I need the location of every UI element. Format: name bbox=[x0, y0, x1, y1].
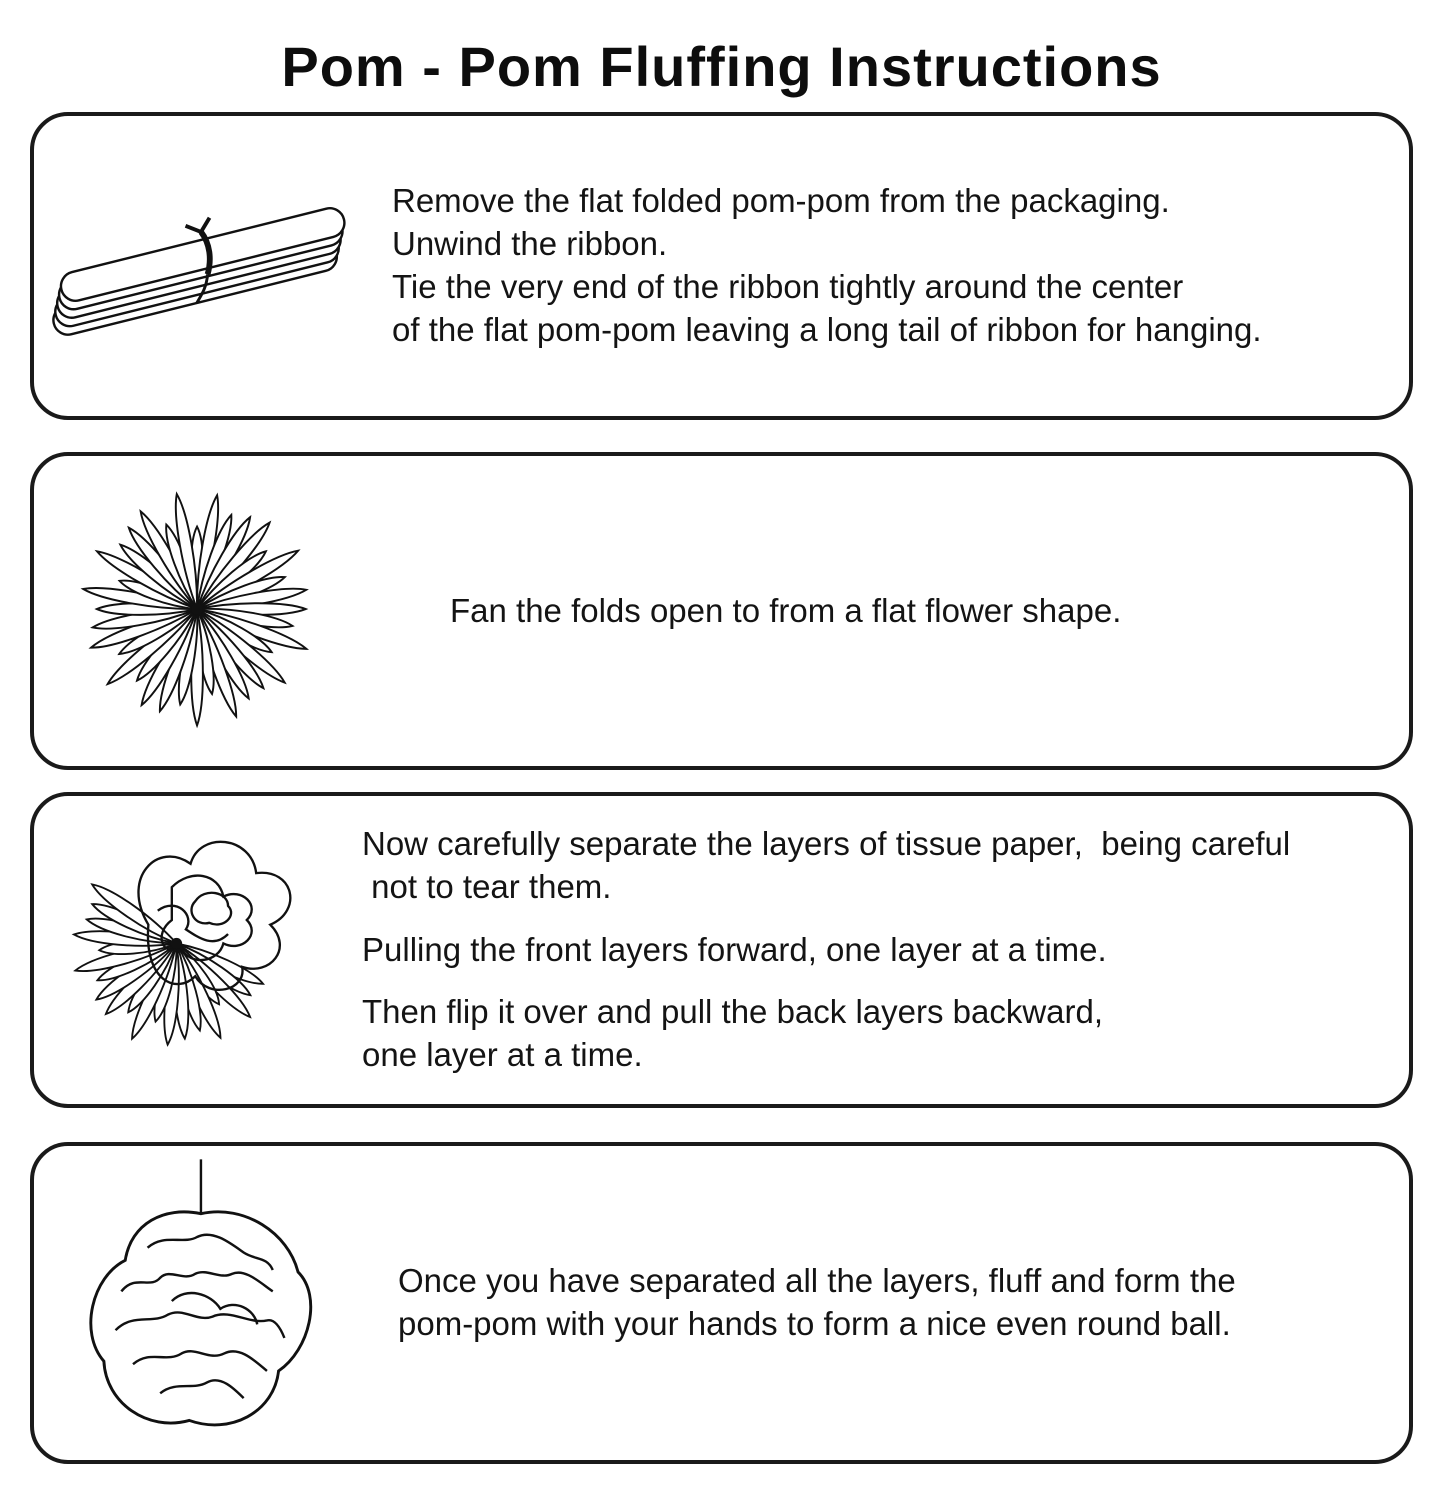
step-1-box: Remove the flat folded pom-pom from the … bbox=[30, 112, 1413, 420]
instruction-line: Pulling the front layers forward, one la… bbox=[362, 930, 1107, 968]
instruction-line: Tie the very end of the ribbon tightly a… bbox=[392, 268, 1184, 305]
flat-folded-pompom-illustration bbox=[52, 207, 346, 336]
instruction-line: of the flat pom-pom leaving a long tail … bbox=[392, 310, 1262, 348]
fan-flower-illustration bbox=[80, 491, 310, 729]
instruction-line: one layer at a time. bbox=[362, 1036, 643, 1074]
instruction-line: Unwind the ribbon. bbox=[392, 225, 668, 263]
instruction-line: pom-pom with your hands to form a nice e… bbox=[398, 1305, 1231, 1342]
instruction-line: Now carefully separate the layers of tis… bbox=[362, 824, 1291, 862]
step-4-illustration-area bbox=[34, 1153, 364, 1453]
partially-separated-layers-illustration bbox=[71, 840, 292, 1047]
step-2-illustration-area bbox=[34, 471, 364, 751]
step-4-box: Once you have separated all the layers, … bbox=[30, 1142, 1413, 1464]
step-3-illustration-area bbox=[34, 805, 334, 1095]
step-1-illustration-area bbox=[34, 141, 364, 391]
instruction-line: not to tear them. bbox=[362, 867, 612, 905]
instruction-line: Once you have separated all the layers, … bbox=[398, 1262, 1236, 1300]
fluffed-pompom-ball-illustration bbox=[89, 1159, 313, 1427]
step-4-text: Once you have separated all the layers, … bbox=[398, 1260, 1409, 1346]
step-1-text: Remove the flat folded pom-pom from the … bbox=[392, 180, 1409, 352]
step-3-box: Now carefully separate the layers of tis… bbox=[30, 792, 1413, 1108]
instruction-line: Remove the flat folded pom-pom from the … bbox=[392, 182, 1170, 220]
step-2-box: Fan the folds open to from a flat flower… bbox=[30, 452, 1413, 770]
instruction-line: Fan the folds open to from a flat flower… bbox=[450, 591, 1122, 629]
step-2-text: Fan the folds open to from a flat flower… bbox=[450, 590, 1409, 633]
instruction-line: Then flip it over and pull the back laye… bbox=[362, 993, 1104, 1031]
step-3-text: Now carefully separate the layers of tis… bbox=[362, 823, 1409, 1077]
page-title: Pom - Pom Fluffing Instructions bbox=[281, 35, 1162, 98]
